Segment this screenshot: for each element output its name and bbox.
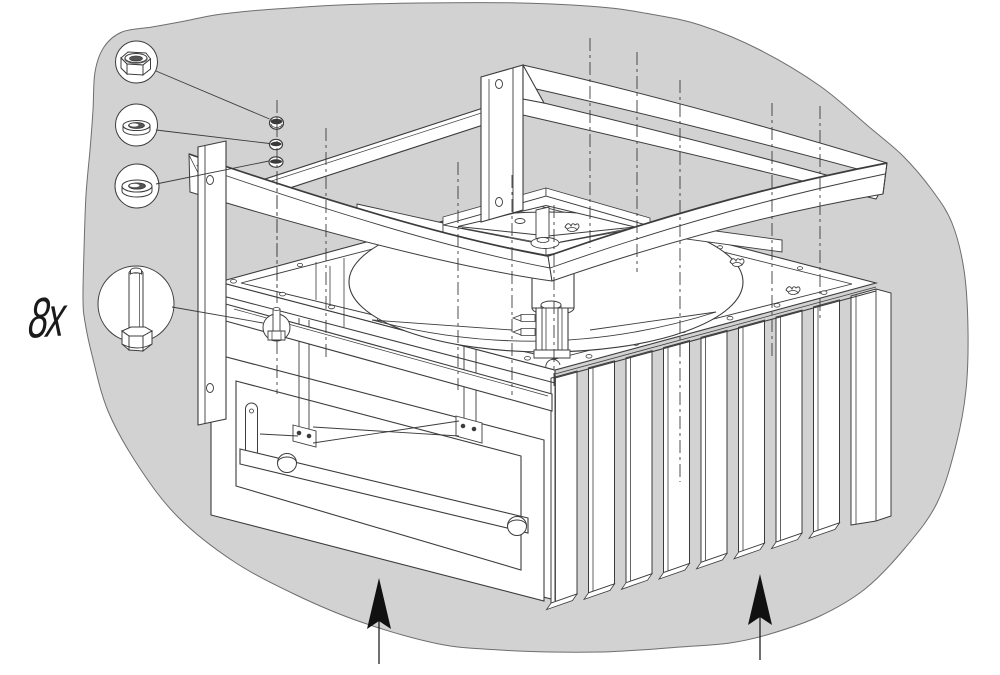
- svg-text:8x: 8x: [26, 285, 71, 351]
